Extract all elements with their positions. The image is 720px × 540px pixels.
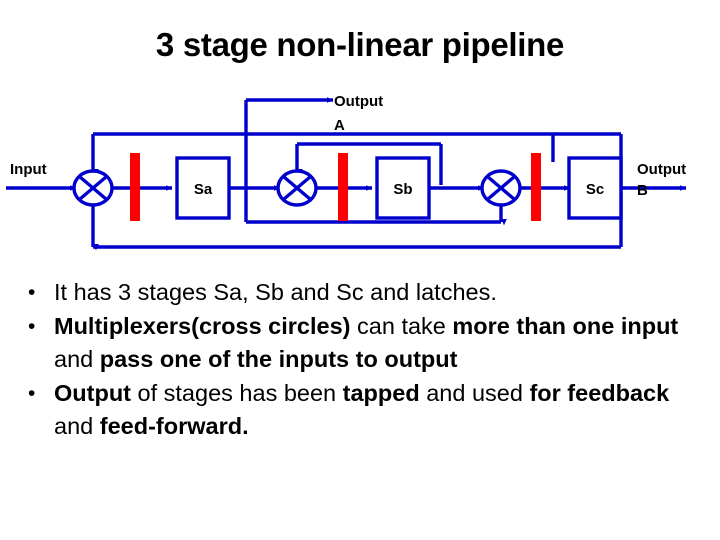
stage-box-sb <box>375 156 431 220</box>
bullet-marker: • <box>28 315 36 338</box>
stage-label-sc: Sc <box>586 181 604 198</box>
output-a-label-line2: A <box>334 117 345 134</box>
bullet-marker: • <box>28 382 36 405</box>
feedforward-wire-outer-top <box>91 132 555 176</box>
stage-label-sa: Sa <box>194 181 213 198</box>
list-item: • Multiplexers(cross circles) can take m… <box>28 310 704 376</box>
feedback-wire-outer-bottom <box>91 192 623 251</box>
list-item: • It has 3 stages Sa, Sb and Sc and latc… <box>28 276 704 309</box>
input-label: Input <box>10 161 47 178</box>
stage-box-sc <box>567 156 623 220</box>
latch-2 <box>338 153 348 221</box>
latch-1 <box>130 153 140 221</box>
bullet-text-0: It has 3 stages Sa, Sb and Sc and latche… <box>54 279 497 305</box>
output-b-label-line2: B <box>637 182 648 199</box>
stage-box-sa <box>175 156 231 220</box>
bullet-text-1: Multiplexers(cross circles) can take mor… <box>54 313 679 372</box>
mux-2 <box>276 169 318 207</box>
bullet-list: • It has 3 stages Sa, Sb and Sc and latc… <box>28 276 704 444</box>
output-a-wire <box>244 97 334 188</box>
pipeline-diagram: Input Output A Output B Sa Sb Sc <box>0 82 720 272</box>
bullet-text-2: Output of stages has been tapped and use… <box>54 380 670 439</box>
bullet-marker: • <box>28 281 36 304</box>
mux-3 <box>480 169 522 207</box>
page-title: 3 stage non-linear pipeline <box>155 26 565 63</box>
mux-1 <box>72 169 114 207</box>
list-item: • Output of stages has been tapped and u… <box>28 377 704 443</box>
feedforward-wire-inner-top <box>295 142 443 185</box>
output-b-label: Output <box>637 161 686 178</box>
latch-3 <box>531 153 541 221</box>
stage-label-sb: Sb <box>393 181 412 198</box>
latches <box>130 153 541 221</box>
output-a-label: Output <box>334 93 383 110</box>
